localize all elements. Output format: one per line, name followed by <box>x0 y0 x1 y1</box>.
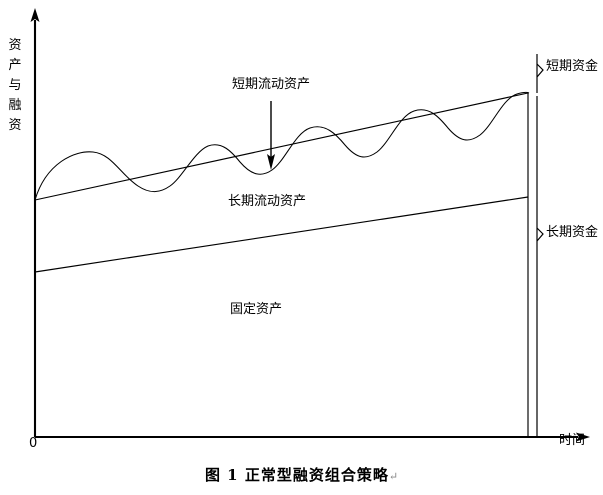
x-axis-group <box>35 432 590 442</box>
long-term-funds-brace <box>536 96 544 436</box>
x-axis-arrowhead <box>576 432 590 442</box>
label-long-term-funds: 长期资金 <box>546 225 599 240</box>
short-term-current-asset-wave <box>34 91 530 201</box>
x-axis-label: 时间 <box>559 433 586 448</box>
figure-caption: 图 1 正常型融资组合策略↵ <box>0 464 603 485</box>
y-axis-group <box>30 8 40 437</box>
paragraph-mark: ↵ <box>388 470 399 483</box>
origin-label: 0 <box>29 436 38 451</box>
short-term-funds-brace-tip <box>536 63 544 78</box>
y-axis-label: 资产与融资 <box>8 38 22 133</box>
long-term-funds-brace-tip <box>536 227 544 242</box>
label-short-term-funds: 短期资金 <box>546 59 599 74</box>
figure-caption-text: 图 1 正常型融资组合策略 <box>204 466 389 484</box>
label-fixed-assets: 固定资产 <box>230 302 283 317</box>
label-long-term-current-assets: 长期流动资产 <box>228 194 307 209</box>
short-term-funds-brace <box>536 54 544 93</box>
short-term-assets-arrow-head <box>267 154 275 170</box>
short-term-assets-pointer-group <box>267 101 275 170</box>
long-term-current-asset-line <box>34 92 529 201</box>
fixed-asset-line <box>34 196 529 273</box>
y-axis-arrowhead <box>30 8 40 22</box>
label-short-term-current-assets: 短期流动资产 <box>232 77 311 92</box>
